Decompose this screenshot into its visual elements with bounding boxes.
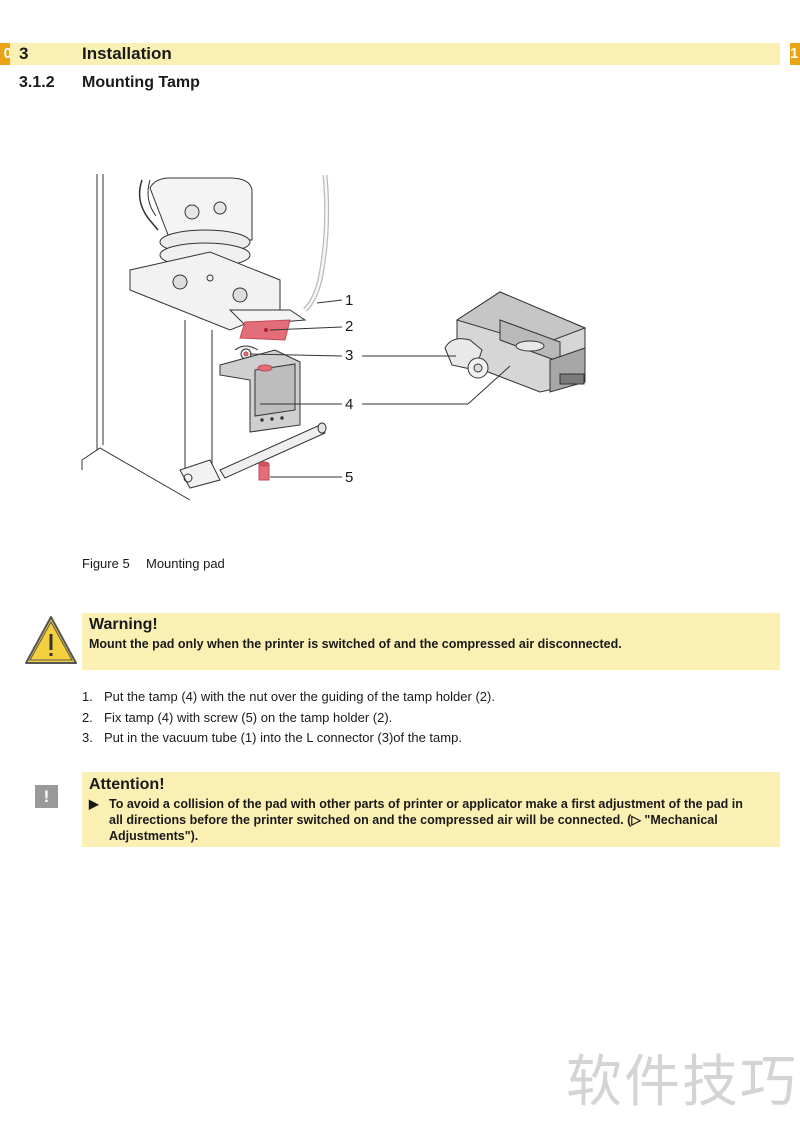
mounting-pad-illustration — [81, 174, 587, 501]
instruction-steps: 1.Put the tamp (4) with the nut over the… — [82, 689, 495, 751]
page-tab-right: 1 — [790, 43, 800, 65]
warning-triangle-icon — [25, 616, 77, 664]
callout-4: 4 — [345, 396, 354, 413]
attention-title: Attention! — [89, 776, 165, 793]
page-tab-left: 0 — [0, 43, 12, 65]
warning-title: Warning! — [89, 616, 158, 633]
chapter-title: Installation — [82, 44, 172, 63]
bullet-arrow-icon: ▶ — [89, 797, 99, 811]
watermark: 软件技巧 — [566, 1050, 798, 1115]
attention-box — [82, 772, 780, 847]
attention-text-block: ▶ To avoid a collision of the pad with o… — [89, 796, 759, 844]
chapter-header-bar — [10, 43, 780, 65]
section-title: Mounting Tamp — [82, 74, 200, 91]
section-number: 3.1.2 — [19, 74, 55, 91]
list-item: 2.Fix tamp (4) with screw (5) on the tam… — [82, 709, 393, 725]
attention-icon: ! — [35, 785, 58, 808]
callout-3: 3 — [345, 347, 354, 364]
list-item: 3.Put in the vacuum tube (1) into the L … — [82, 730, 462, 745]
chapter-number: 3 — [19, 44, 29, 63]
attention-text: To avoid a collision of the pad with oth… — [109, 797, 743, 843]
callout-5: 5 — [345, 469, 354, 486]
callout-1: 1 — [345, 292, 354, 309]
warning-text: Mount the pad only when the printer is s… — [89, 637, 622, 651]
figure-caption-text: Mounting pad — [146, 556, 225, 571]
warning-box — [82, 613, 780, 670]
callout-2: 2 — [345, 318, 354, 335]
list-item: 1.Put the tamp (4) with the nut over the… — [82, 689, 495, 704]
figure-caption-number: Figure 5 — [82, 556, 130, 571]
figure-caption: Figure 5 Mounting pad — [82, 556, 225, 571]
